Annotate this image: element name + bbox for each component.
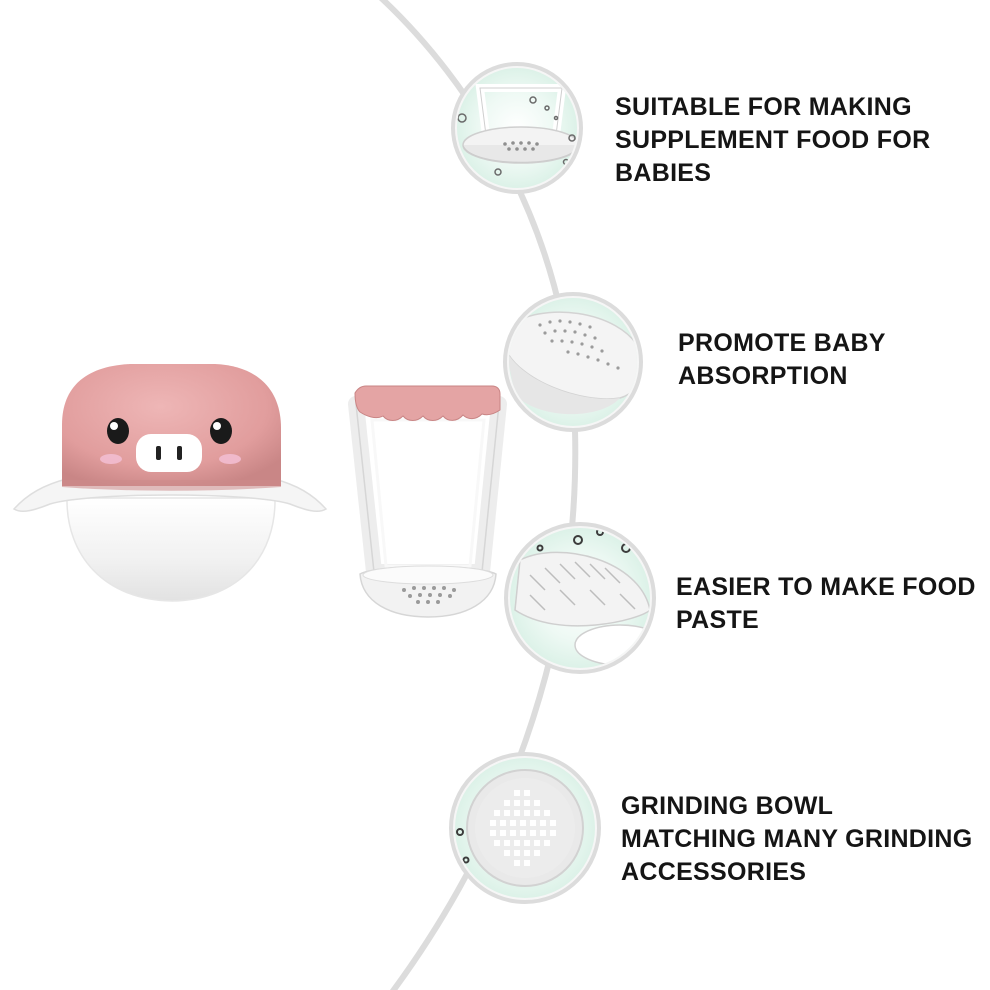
pig-cheek-left xyxy=(100,454,122,464)
pig-eye-right xyxy=(210,418,232,444)
feature-line: SUPPLEMENT FOOD FOR xyxy=(615,126,931,154)
pig-snout xyxy=(136,434,202,472)
masher-handle xyxy=(354,385,501,421)
feature-image-0 xyxy=(451,62,583,194)
feature-line: PROMOTE BABY xyxy=(678,329,886,357)
feature-line: SUITABLE FOR MAKING xyxy=(615,93,912,121)
feature-text-grinding-bowl: GRINDING BOWL MATCHING MANY GRINDING ACC… xyxy=(621,790,973,889)
pig-bowl-product xyxy=(12,364,328,602)
feature-image-2 xyxy=(504,522,656,674)
feature-line: GRINDING BOWL xyxy=(621,792,834,820)
feature-line: MATCHING MANY GRINDING xyxy=(621,825,973,853)
feature-image-1 xyxy=(503,292,643,432)
feature-image-3 xyxy=(449,752,601,904)
feature-line: PASTE xyxy=(676,606,759,634)
masher-product xyxy=(348,385,507,618)
feature-line: EASIER TO MAKE FOOD xyxy=(676,573,976,601)
feature-line: BABIES xyxy=(615,159,712,187)
pig-eye-left xyxy=(107,418,129,444)
feature-text-absorption: PROMOTE BABY ABSORPTION xyxy=(678,327,886,393)
pig-cheek-right xyxy=(219,454,241,464)
feature-line: ABSORPTION xyxy=(678,362,848,390)
feature-text-making-food: SUITABLE FOR MAKING SUPPLEMENT FOOD FOR … xyxy=(615,91,930,190)
feature-line: ACCESSORIES xyxy=(621,858,807,886)
feature-text-food-paste: EASIER TO MAKE FOOD PASTE xyxy=(676,571,976,637)
